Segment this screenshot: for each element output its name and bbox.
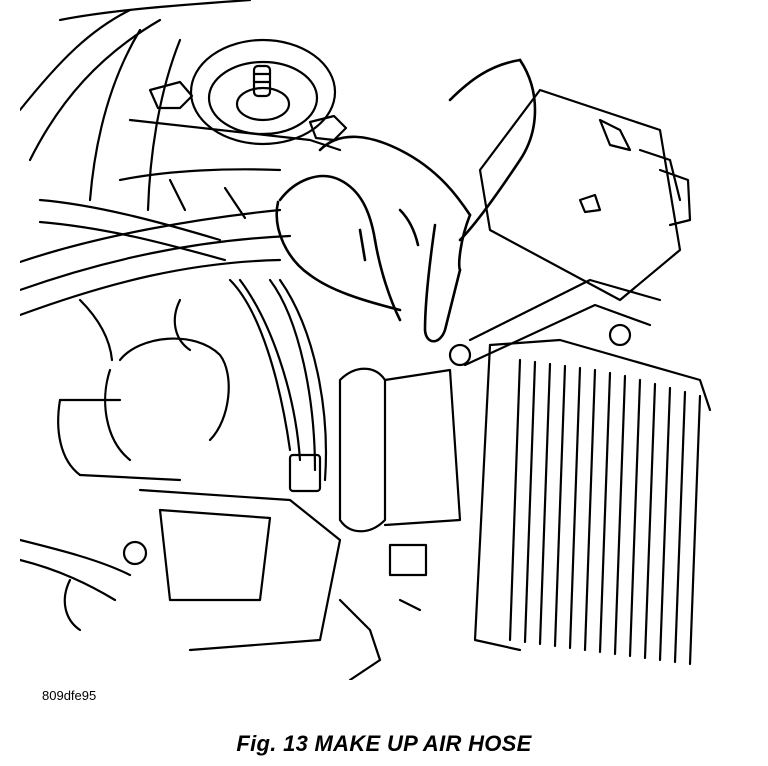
air-hose [20,200,290,315]
firewall-panel [120,120,340,218]
nut-icon [150,82,192,108]
bolt-icon [124,542,146,564]
nut-icon [310,116,346,140]
bolt-icon [610,325,630,345]
wiring-harness [230,280,326,491]
arrow-icon [600,120,630,150]
control-module [480,90,690,300]
hand [277,60,535,341]
hood-lines [20,0,250,210]
air-cleaner-housing [475,340,710,664]
arrow-icon [580,195,600,212]
bracket [124,280,660,564]
bolt-icon [450,345,470,365]
figure-caption: Fig. 13 MAKE UP AIR HOSE [236,731,532,756]
misc-components [80,300,420,680]
figure-code: 809dfe95 [42,688,97,703]
engine-line-drawing [20,0,720,680]
throttle-body [58,339,460,575]
lower-housing [20,490,340,650]
strut-tower [150,40,346,144]
